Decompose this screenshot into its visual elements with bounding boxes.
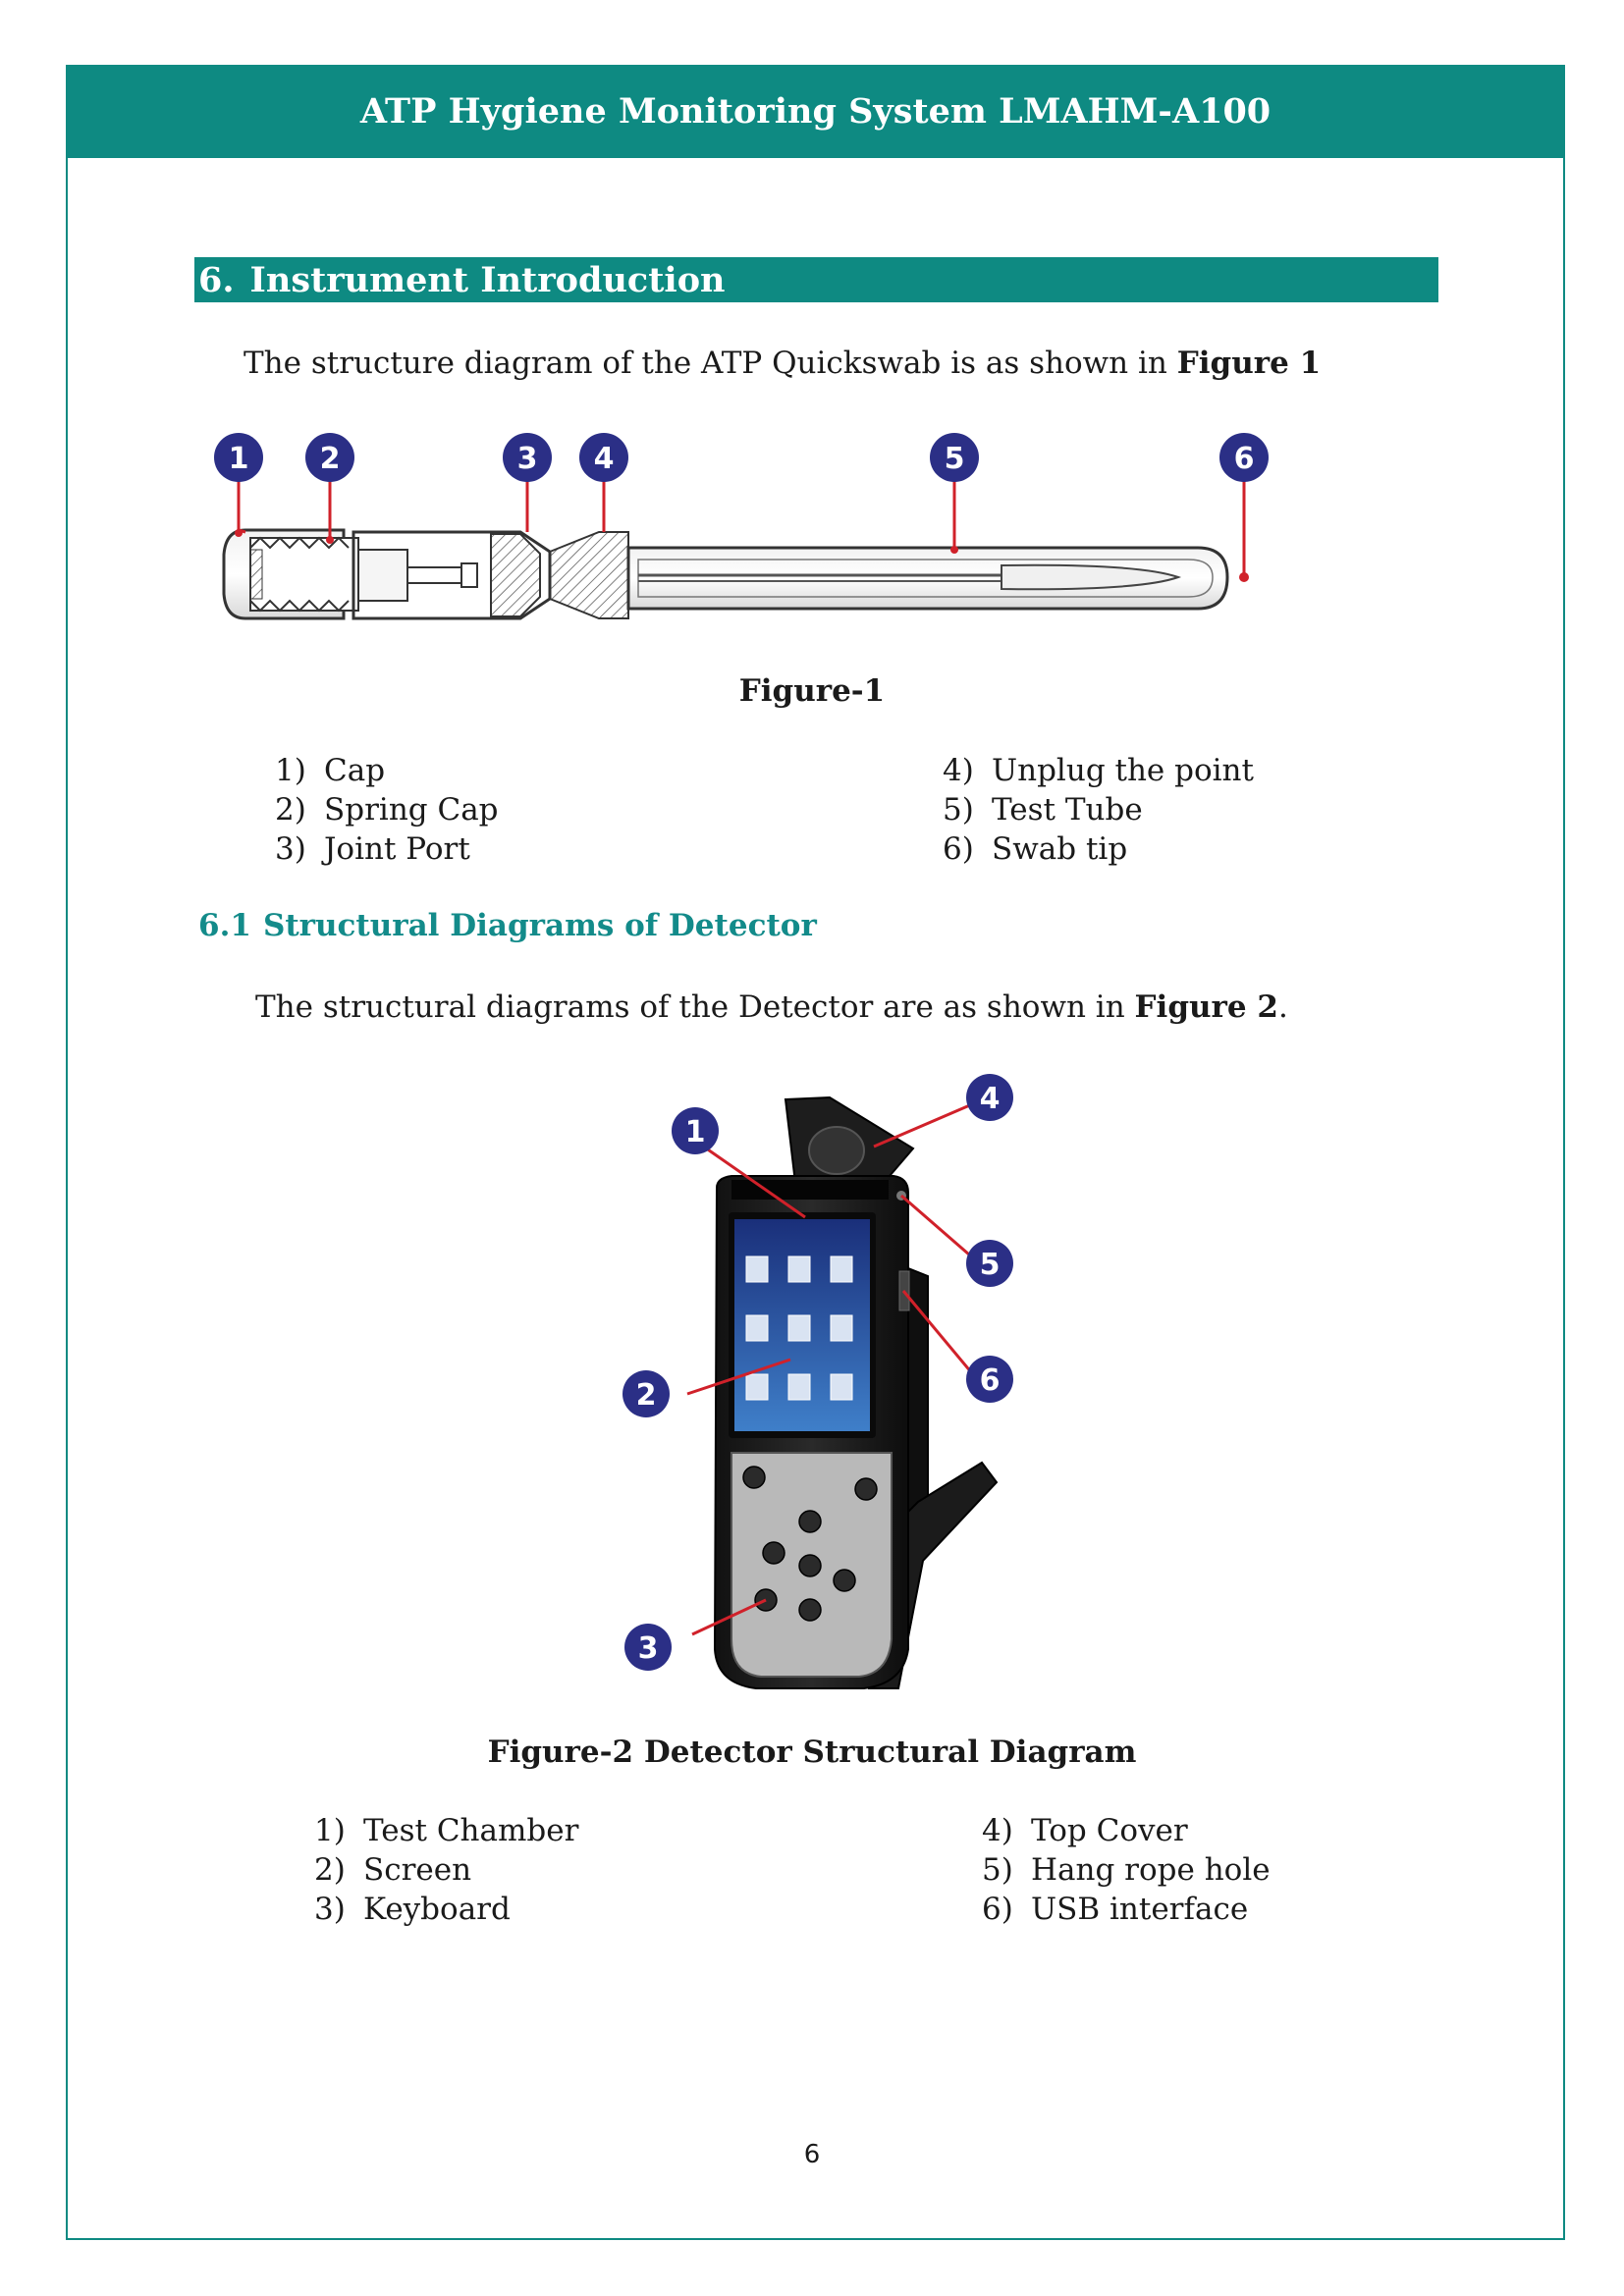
list-item: 2)Spring Cap — [275, 792, 499, 828]
figure-1-list-right: 4)Unplug the point 5)Test Tube 6)Swab ti… — [943, 751, 1254, 869]
list-item: 1)Test Chamber — [314, 1813, 579, 1848]
section-number: 6. — [198, 259, 235, 300]
leader-6 — [901, 1290, 979, 1380]
svg-text:4: 4 — [594, 442, 615, 476]
subsection-number: 6.1 — [198, 908, 251, 943]
callout-badge-3: 3 — [624, 1624, 672, 1671]
intro2-figure-ref: Figure 2 — [1134, 989, 1278, 1025]
header-title: ATP Hygiene Monitoring System LMAHM-A100 — [359, 91, 1272, 132]
svg-text:6: 6 — [980, 1363, 1001, 1398]
subsection-title: Structural Diagrams of Detector — [262, 908, 817, 943]
svg-text:3: 3 — [638, 1631, 659, 1666]
list-item: 2)Screen — [314, 1852, 472, 1888]
figure-1-swab-diagram: 1 2 3 4 5 6 — [214, 433, 1269, 620]
intro-figure-ref: Figure 1 — [1176, 346, 1322, 381]
callout-badge-5: 5 — [930, 433, 979, 482]
list-item: 5)Hang rope hole — [982, 1852, 1271, 1888]
leader-5 — [900, 1194, 978, 1263]
leader-1 — [691, 1137, 806, 1219]
leader-3 — [691, 1598, 767, 1636]
intro-text: The structure diagram of the ATP Quicksw… — [244, 346, 1177, 381]
callout-badge-2: 2 — [623, 1370, 670, 1417]
list-item: 6)USB interface — [982, 1892, 1249, 1927]
intro2-paragraph: The structural diagrams of the Detector … — [255, 989, 1288, 1025]
callout-badge-1: 1 — [214, 433, 263, 482]
svg-text:3: 3 — [517, 442, 538, 476]
callout-badge-2: 2 — [305, 433, 354, 482]
swab-tip-shape — [1001, 563, 1182, 591]
figure-1-list-left: 1)Cap 2)Spring Cap 3)Joint Port — [275, 751, 499, 869]
callout-badge-1: 1 — [672, 1107, 719, 1154]
list-item: 1)Cap — [275, 753, 386, 788]
list-item: 4)Top Cover — [982, 1813, 1188, 1848]
svg-text:2: 2 — [320, 442, 341, 476]
list-item: 6)Swab tip — [943, 831, 1128, 867]
joint-port-shape — [490, 533, 541, 617]
list-item: 5)Test Tube — [943, 792, 1143, 828]
figure-1-caption: Figure-1 — [738, 673, 886, 709]
figure-2-list-left: 1)Test Chamber 2)Screen 3)Keyboard — [314, 1811, 578, 1929]
svg-text:6: 6 — [1234, 442, 1255, 476]
list-item: 3)Joint Port — [275, 831, 470, 867]
callout-badge-6: 6 — [966, 1356, 1013, 1403]
callout-badge-5: 5 — [966, 1240, 1013, 1287]
svg-text:4: 4 — [980, 1082, 1001, 1116]
svg-text:5: 5 — [980, 1248, 1001, 1282]
callout-badge-6: 6 — [1219, 433, 1269, 482]
subsection-heading: 6.1 Structural Diagrams of Detector — [198, 908, 817, 943]
svg-text:1: 1 — [229, 442, 249, 476]
callout-badge-4: 4 — [579, 433, 628, 482]
callout-badge-3: 3 — [503, 433, 552, 482]
section-heading: 6. Instrument Introduction — [194, 257, 1438, 302]
list-item: 3)Keyboard — [314, 1892, 511, 1927]
spring-cap-shape — [249, 537, 359, 612]
figure-2-list-right: 4)Top Cover 5)Hang rope hole 6)USB inter… — [982, 1811, 1271, 1929]
svg-text:1: 1 — [685, 1115, 706, 1149]
document-header: ATP Hygiene Monitoring System LMAHM-A100 — [66, 65, 1565, 158]
page-number: 6 — [803, 2140, 821, 2169]
callout-badge-4: 4 — [966, 1074, 1013, 1121]
test-tube-shape — [626, 546, 1229, 611]
figure-2-caption: Figure-2 Detector Structural Diagram — [487, 1735, 1137, 1770]
svg-text:2: 2 — [636, 1378, 657, 1413]
figure-2-detector-diagram: 1 2 3 4 5 6 — [623, 1074, 1013, 1689]
intro-paragraph: The structure diagram of the ATP Quicksw… — [244, 344, 1321, 383]
svg-text:5: 5 — [945, 442, 965, 476]
list-item: 4)Unplug the point — [943, 753, 1254, 788]
section-title: Instrument Introduction — [249, 259, 726, 300]
leader-4 — [873, 1102, 973, 1148]
leader-2 — [686, 1358, 791, 1396]
